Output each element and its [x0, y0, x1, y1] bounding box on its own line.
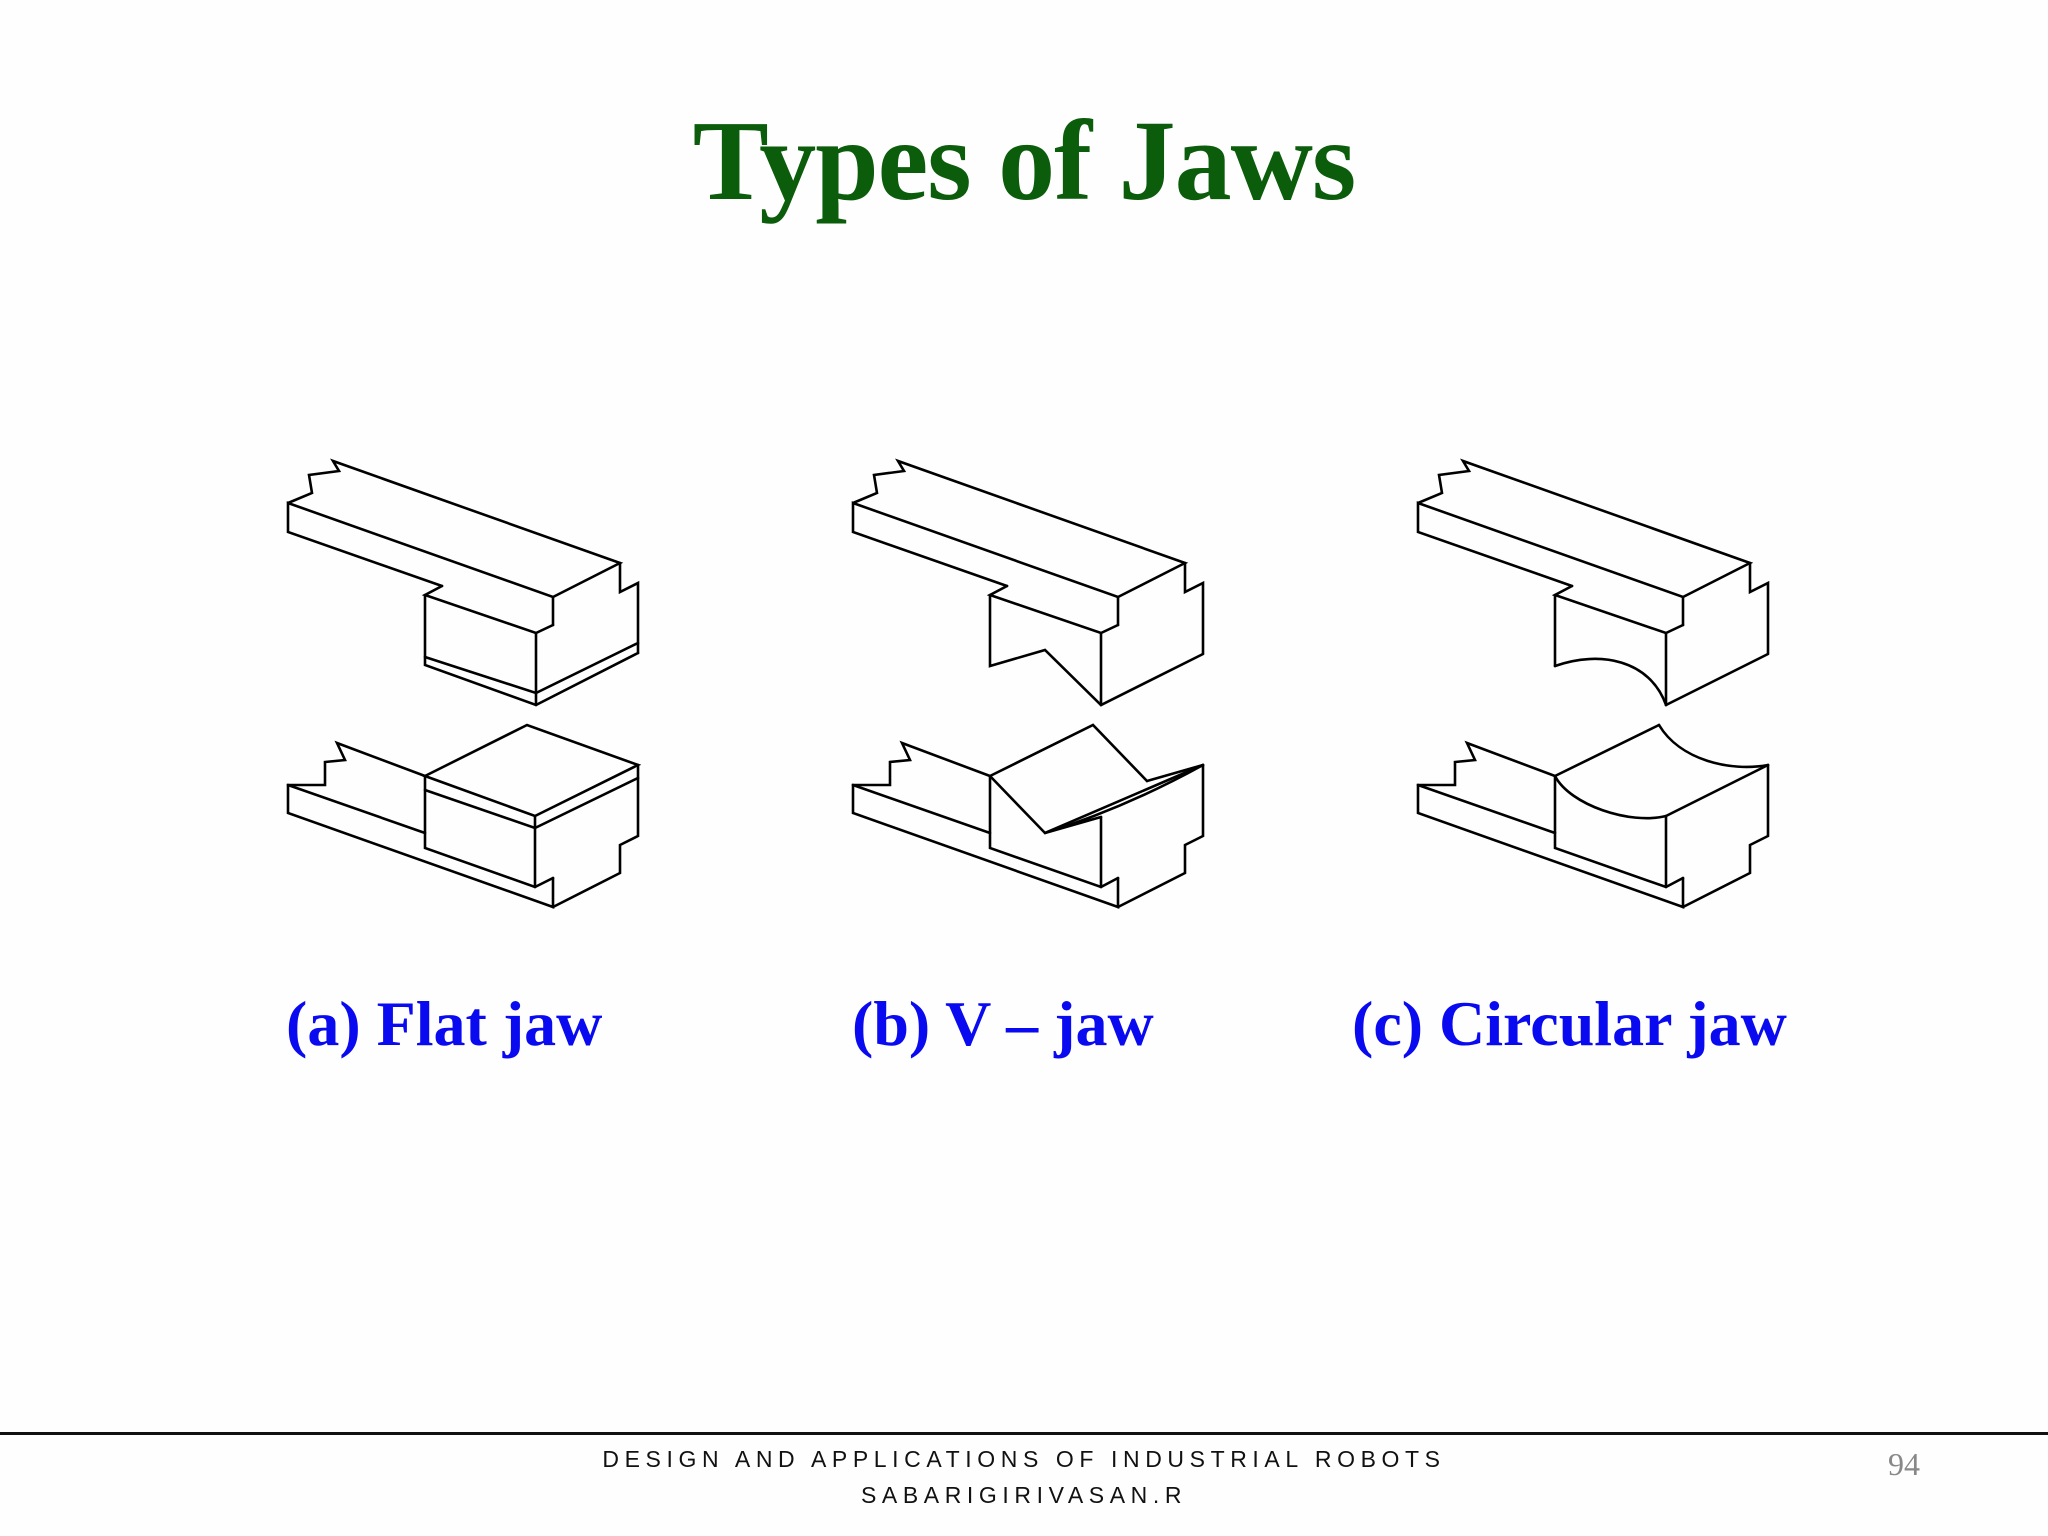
footer-author: SABARIGIRIVASAN.R — [860, 1482, 1188, 1508]
footer-divider — [0, 1432, 2048, 1435]
flat-jaw-lower — [286, 723, 642, 909]
flat-jaw-label: (a) Flat jaw — [286, 988, 603, 1059]
v-jaw-diagram — [851, 458, 1205, 909]
flat-jaw-upper — [286, 458, 640, 707]
circular-jaw-diagram — [1416, 458, 1770, 909]
v-jaw-label: (b) V – jaw — [852, 988, 1154, 1059]
circular-jaw-upper — [1416, 458, 1770, 707]
circular-jaw-lower — [1416, 723, 1770, 909]
slide-title: Types of Jaws — [692, 97, 1357, 224]
v-jaw-lower — [851, 723, 1205, 909]
v-jaw-upper — [851, 458, 1205, 707]
circular-jaw-label: (c) Circular jaw — [1352, 988, 1787, 1059]
footer-course-title: DESIGN AND APPLICATIONS OF INDUSTRIAL RO… — [602, 1446, 1446, 1472]
flat-jaw-diagram — [286, 458, 642, 909]
page-number: 94 — [1888, 1446, 1920, 1482]
